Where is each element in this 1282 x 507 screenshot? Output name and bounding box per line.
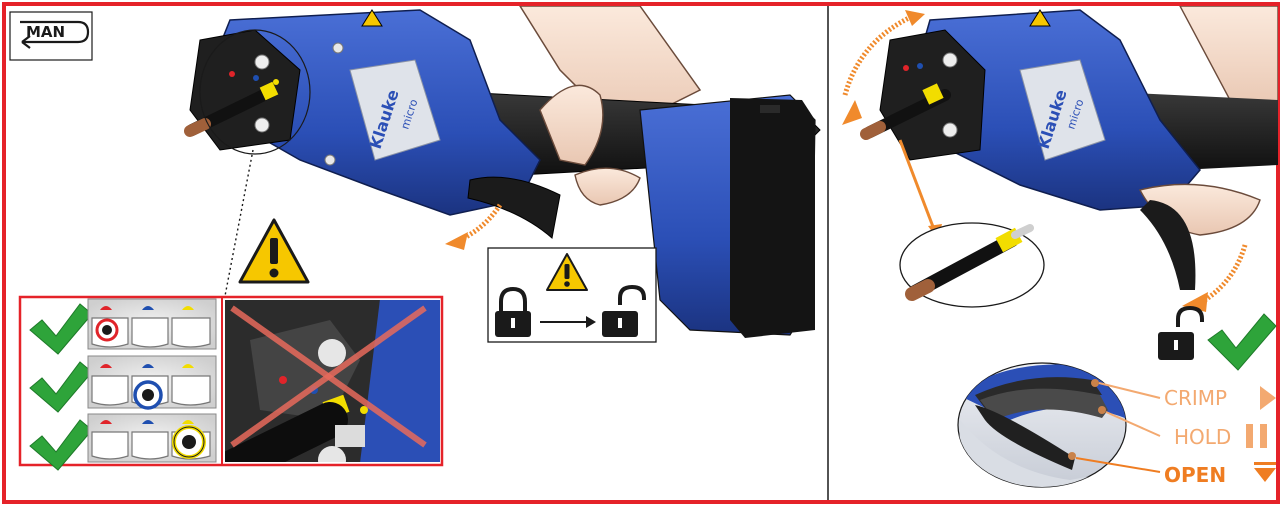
- man-label: MAN: [26, 23, 65, 41]
- open-label: OPEN: [1164, 463, 1226, 487]
- crimp-label: CRIMP: [1164, 386, 1227, 410]
- lock-unlock-box: [488, 248, 656, 342]
- hold-label: HOLD: [1174, 425, 1231, 449]
- die-selection-box: [20, 297, 442, 474]
- crimped-cable-callout: [900, 223, 1044, 307]
- man-mode-badge: MAN: [10, 12, 92, 60]
